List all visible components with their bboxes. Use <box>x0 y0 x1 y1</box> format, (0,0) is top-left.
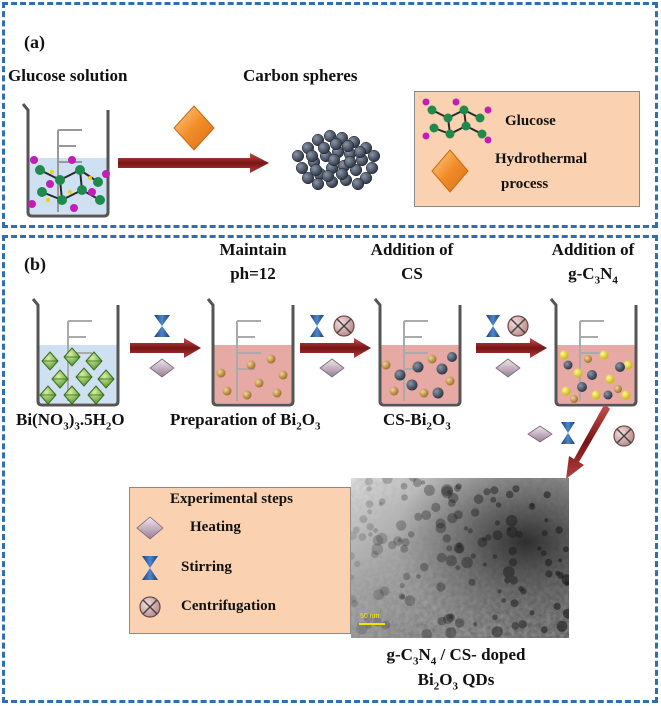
panel-b-label: (b) <box>24 254 46 274</box>
arrow-step3 <box>476 315 547 378</box>
composite-particles-icon <box>559 350 633 403</box>
legend-hydrothermal-line2: process <box>501 176 549 192</box>
step2-line2: ph=12 <box>230 264 276 283</box>
beaker-glucose <box>21 103 110 218</box>
beaker3-label: CS-Bi2O3 <box>383 410 451 433</box>
centrifugation-icon <box>333 315 355 337</box>
tem-image <box>351 478 569 638</box>
heating-icon <box>495 358 521 378</box>
legend-centrifugation-icon <box>139 596 161 618</box>
scale-bar-label: 50 nm <box>360 613 380 620</box>
stirring-icon <box>154 315 170 337</box>
arrow-step2 <box>300 315 371 378</box>
legend-hydrothermal-icon <box>431 149 469 193</box>
heating-icon <box>149 358 175 378</box>
glucose-solution-label: Glucose solution <box>8 66 128 85</box>
beaker-cs-bi2o3 <box>373 298 462 407</box>
stirring-icon <box>486 315 500 337</box>
panel-a-label: (a) <box>24 32 45 52</box>
centrifugation-icon <box>507 315 529 337</box>
beaker-gcn-cs-bi2o3 <box>549 298 638 407</box>
beaker1-label: Bi(NO3)3.5H2O <box>16 410 125 433</box>
beaker-bi2o3 <box>206 298 295 407</box>
legend-heating-label: Heating <box>190 519 241 535</box>
tem-micrograph <box>351 478 569 638</box>
arrow-step1 <box>130 315 201 378</box>
beaker-bi-nitrate <box>31 298 120 407</box>
hydrothermal-diamond-icon <box>173 105 215 151</box>
legend-glucose-label: Glucose <box>505 113 556 129</box>
step2-line1: Maintain <box>219 240 287 259</box>
bi2o3-particles-icon <box>216 354 288 400</box>
legend-centrifugation-label: Centrifugation <box>181 598 276 614</box>
panel-a <box>2 2 658 228</box>
centrifugation-icon <box>613 425 635 447</box>
glucose-molecules-icon <box>28 156 110 212</box>
final-product-line2: Bi2O3 QDs <box>417 670 495 693</box>
stirring-icon <box>310 315 324 337</box>
experimental-steps-legend <box>129 487 351 634</box>
glucose-legend-icon <box>422 98 492 144</box>
panel-b <box>2 235 658 703</box>
legend-stirring-icon <box>142 556 158 580</box>
step3-line2: CS <box>401 264 423 283</box>
stirring-icon <box>561 422 575 444</box>
step3-line1: Addition of <box>370 240 454 259</box>
step4-line2: g-C3N4 <box>568 264 618 287</box>
arrow-a <box>118 153 269 173</box>
arrow-step4-down <box>566 405 610 479</box>
legend-stirring-label: Stirring <box>181 559 232 575</box>
carbon-spheres-label: Carbon spheres <box>243 66 358 85</box>
legend-hydrothermal-line1: Hydrothermal <box>495 151 588 167</box>
final-product-line1: g-C3N4 / CS- doped <box>386 645 526 668</box>
legend-title: Experimental steps <box>170 491 293 507</box>
beaker2-label: Preparation of Bi2O3 <box>170 410 321 433</box>
bi-nitrate-crystals-icon <box>39 347 115 405</box>
carbon-spheres-icon <box>291 129 381 191</box>
step4-line1: Addition of <box>551 240 635 259</box>
heating-icon <box>527 425 553 443</box>
step4-conditions <box>527 422 635 447</box>
cs-bi2o3-particles-icon <box>381 352 457 399</box>
legend-heating-icon <box>136 516 164 540</box>
heating-icon <box>319 358 345 378</box>
